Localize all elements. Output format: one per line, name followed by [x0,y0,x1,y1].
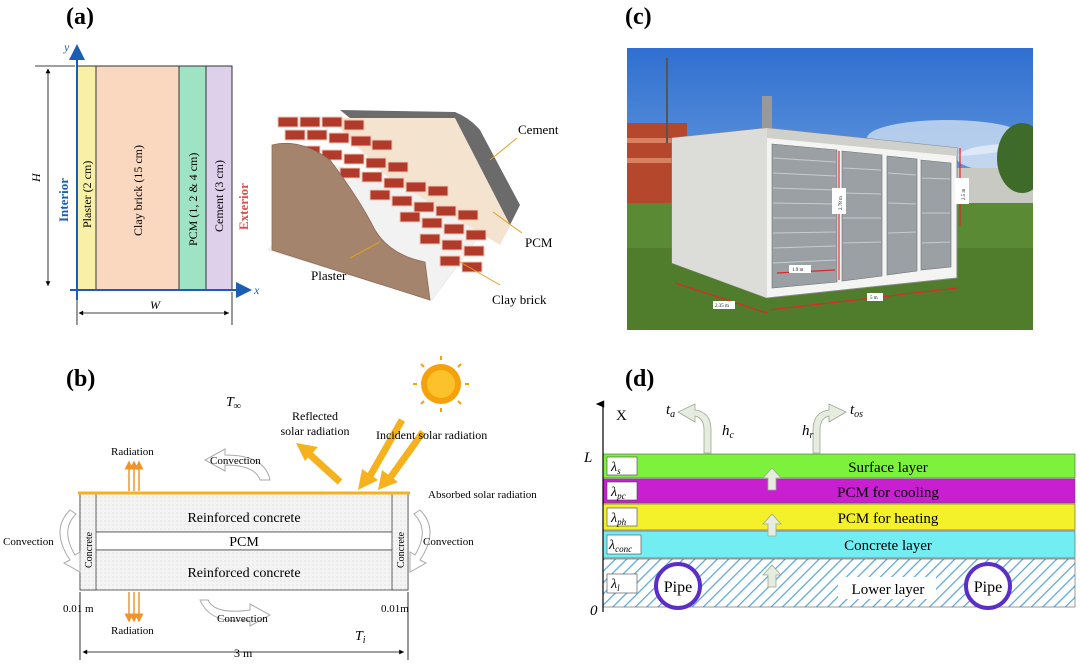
dim-left-label: 0.01 m [63,603,94,615]
layer-label-cement: Cement (3 cm) [212,160,226,232]
sun-icon [413,356,469,412]
panel-a-diagram: y x H W Interior Exterior Plaster (2 cm)… [29,40,559,325]
photo-dim-door: 1.9 m [792,268,804,273]
t-infinity-label: T∞ [226,395,241,412]
layer-top-label: Reinforced concrete [187,511,300,526]
convection-left-label: Convection [3,536,54,548]
test-cell-photo: 2.78 m 1.9 m 5 m 2.35 m 2.5 m [627,48,1033,330]
pipe-right: Pipe [964,562,1012,610]
wall-3d-illustration [267,110,523,301]
t-os-label: tos [850,402,863,420]
reflected-label-2: solar radiation [281,424,350,438]
h-r-label: hr [802,423,814,441]
y-axis-label: y [63,40,70,54]
panel-d-diagram: X L 0 λs λpc λph λconc λl Surface layer … [583,400,1076,619]
axis-zero-label: 0 [590,603,598,619]
photo-dim-length: 5 m [870,296,878,301]
svg-text:Pipe: Pipe [664,579,692,596]
convection-right-label: Convection [423,536,474,548]
side-left-label: Concrete [84,531,95,568]
side-right-label: Concrete [396,531,407,568]
h-c-label: hc [722,423,735,441]
layer-bottom-label: Reinforced concrete [187,566,300,581]
photo-dim-height: 2.78 m [839,196,844,210]
callout-clay-brick: Clay brick [492,292,547,307]
layer-pcm-cooling [602,478,1076,504]
reflected-label-1: Reflected [292,409,338,423]
panel-label-c: (c) [625,4,652,30]
t-i-label: Ti [355,629,366,646]
interior-label: Interior [56,178,71,222]
pipe-left: Pipe [654,562,702,610]
layer-mid-label: PCM [229,535,259,550]
lambda-l: λl [610,577,620,593]
dim-right-label: 0.01m [381,603,409,615]
convection-top-label: Convection [210,455,261,467]
lambda-conc: λconc [608,538,632,554]
layer-name-surface: Surface layer [848,460,928,476]
layer-surface [602,453,1076,479]
incident-label: Incident solar radiation [376,428,487,442]
panel-b-diagram: Reinforced concrete PCM Reinforced concr… [3,356,537,660]
callout-pcm: PCM [525,235,553,250]
layer-label-clay-brick: Clay brick (15 cm) [131,145,145,236]
dim-total-label: 3 m [234,646,253,660]
layer-name-concrete: Concrete layer [844,538,932,554]
exterior-label: Exterior [236,183,251,230]
layer-concrete [602,530,1076,559]
layer-name-pcm-cooling: PCM for cooling [837,485,939,501]
layer-label-pcm: PCM (1, 2 & 4 cm) [186,153,200,246]
x-axis-label: x [253,283,260,297]
lambda-pc: λpc [610,485,626,501]
axis-x-label: X [616,408,627,424]
photo-dim-width: 2.35 m [715,304,729,309]
panel-label-b: (b) [66,366,96,392]
layer-label-plaster: Plaster (2 cm) [80,161,94,228]
photo-dim-side: 2.5 m [962,189,967,201]
callout-cement: Cement [518,122,559,137]
radiation-top-label: Radiation [111,446,154,458]
axis-l-label: L [583,450,592,466]
lambda-ph: λph [610,511,627,527]
layer-name-pcm-heating: PCM for heating [838,511,939,527]
dim-w-label: W [150,298,161,312]
panel-label-a: (a) [66,4,94,30]
slab-top-concrete [79,493,409,533]
convection-bottom-label: Convection [217,613,268,625]
slab-bottom-concrete [79,549,409,591]
lambda-s: λs [610,460,621,476]
layer-name-lower: Lower layer [852,582,925,598]
svg-text:Pipe: Pipe [974,579,1002,596]
callout-plaster: Plaster [311,268,347,283]
t-a-label: ta [666,402,675,420]
radiation-bottom-label: Radiation [111,625,154,637]
absorbed-label: Absorbed solar radiation [428,489,537,501]
dim-h-label: H [29,172,43,183]
panel-label-d: (d) [625,366,655,392]
